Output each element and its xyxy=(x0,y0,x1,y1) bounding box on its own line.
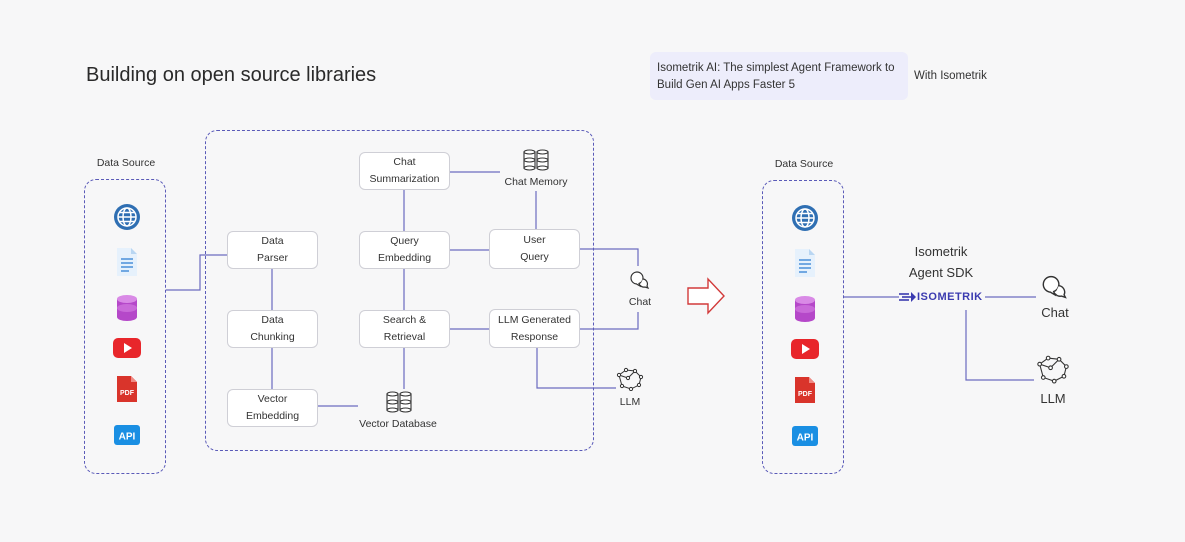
connector-sources-parser xyxy=(166,254,228,291)
arrow-right-icon xyxy=(686,277,726,315)
data-source-box-left xyxy=(84,179,166,474)
data-source-label-left: Data Source xyxy=(96,157,156,169)
pdf-icon-text: PDF xyxy=(798,391,813,398)
data-source-label-right: Data Source xyxy=(774,158,834,170)
database-icon xyxy=(113,293,141,323)
data-source-box-right xyxy=(762,180,844,474)
api-icon-text: API xyxy=(797,433,814,444)
with-isometrik-label: With Isometrik xyxy=(914,70,987,82)
sdk-label-line-1: Isometrik xyxy=(914,244,968,259)
document-icon xyxy=(792,247,818,279)
youtube-icon xyxy=(112,337,142,359)
connector-userquery-chat xyxy=(580,248,639,266)
llm-network-icon xyxy=(615,366,645,392)
pdf-icon-text: PDF xyxy=(120,390,135,397)
vector-database-icon xyxy=(385,390,413,414)
chat-label-left: Chat xyxy=(628,296,652,308)
search-retrieval-node: Search &Retrieval xyxy=(359,310,450,348)
vector-database-label: Vector Database xyxy=(359,418,437,430)
chat-bubble-icon xyxy=(1041,273,1069,301)
isometrik-logo-text: ISOMETRIK xyxy=(917,291,983,303)
isometrik-logo: ISOMETRIK xyxy=(899,289,985,305)
document-icon xyxy=(114,246,140,278)
database-icon xyxy=(791,294,819,324)
chat-bubble-icon xyxy=(629,269,651,291)
isometrik-logo-mark xyxy=(899,292,916,302)
pdf-icon: PDF xyxy=(115,374,139,404)
callout-banner: Isometrik AI: The simplest Agent Framewo… xyxy=(650,52,908,100)
llm-label-right: LLM xyxy=(1040,391,1066,406)
llm-network-icon xyxy=(1035,353,1071,385)
youtube-icon xyxy=(790,338,820,360)
connector-chat-llmresponse xyxy=(580,312,639,330)
api-icon: API xyxy=(113,424,141,446)
pdf-icon: PDF xyxy=(793,375,817,405)
callout-line-1: Isometrik AI: The simplest Agent Framewo… xyxy=(657,62,895,74)
api-icon: API xyxy=(791,425,819,447)
chat-memory-database-icon xyxy=(522,148,550,172)
api-icon-text: API xyxy=(119,432,136,443)
llm-label-left: LLM xyxy=(619,396,641,408)
chat-label-right: Chat xyxy=(1041,305,1069,320)
globe-icon xyxy=(111,201,143,233)
connector-sdk-llm xyxy=(965,310,1034,381)
callout-line-2: Build Gen AI Apps Faster 5 xyxy=(657,79,796,91)
chat-memory-label: Chat Memory xyxy=(504,176,568,188)
page-title: Building on open source libraries xyxy=(86,64,377,86)
globe-icon xyxy=(789,202,821,234)
sdk-label-line-2: Agent SDK xyxy=(908,265,974,280)
connector-llmresponse-llm xyxy=(536,348,616,389)
pipeline-container xyxy=(205,130,594,451)
